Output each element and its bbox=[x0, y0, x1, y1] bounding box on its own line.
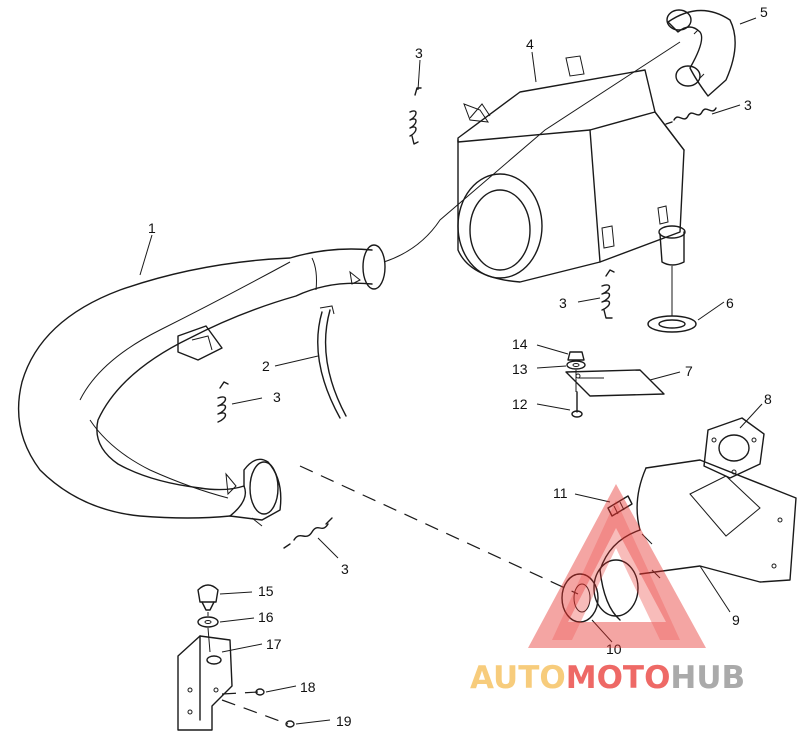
rubber-bumper-15 bbox=[197, 584, 219, 611]
washer-13 bbox=[566, 360, 586, 370]
callout-15: 15 bbox=[258, 583, 274, 599]
spring-middle bbox=[601, 269, 615, 319]
callout-1: 1 bbox=[148, 220, 156, 236]
coupler-pipe bbox=[666, 9, 736, 97]
manifold-ring bbox=[561, 573, 599, 623]
callout-14: 14 bbox=[512, 336, 528, 352]
callout-10: 10 bbox=[606, 641, 622, 657]
stud-11 bbox=[607, 495, 633, 517]
callout-7: 7 bbox=[685, 363, 693, 379]
spring-top-left bbox=[409, 87, 422, 145]
assembly-lines bbox=[207, 41, 681, 725]
callout-3-middle: 3 bbox=[559, 295, 567, 311]
automotohub-watermark: AUTOMOTOHUB bbox=[470, 484, 745, 696]
spring-top-right bbox=[665, 107, 717, 125]
callout-3-top-right: 3 bbox=[744, 97, 752, 113]
silencer-outlet-stub bbox=[658, 225, 686, 266]
callout-3-top-left: 3 bbox=[415, 45, 423, 61]
spring-left bbox=[217, 381, 229, 423]
callout-3-lower: 3 bbox=[341, 561, 349, 577]
callout-4: 4 bbox=[526, 36, 534, 52]
watermark-triangle-icon bbox=[528, 484, 706, 648]
retaining-strap bbox=[317, 305, 347, 419]
callout-12: 12 bbox=[512, 396, 528, 412]
support-bracket-17 bbox=[177, 635, 233, 731]
callout-2: 2 bbox=[262, 358, 270, 374]
callout-6: 6 bbox=[726, 295, 734, 311]
svg-text:AUTOMOTOHUB: AUTOMOTOHUB bbox=[470, 660, 745, 696]
nut-14 bbox=[567, 351, 585, 361]
expansion-chamber bbox=[17, 244, 386, 527]
spring-lower bbox=[283, 517, 333, 549]
callout-3-left: 3 bbox=[273, 389, 281, 405]
watermark-moto: MOTO bbox=[566, 660, 671, 696]
callout-19: 19 bbox=[336, 713, 352, 729]
callout-17: 17 bbox=[266, 636, 282, 652]
callout-8: 8 bbox=[764, 391, 772, 407]
watermark-a-icon bbox=[552, 500, 680, 640]
callout-18: 18 bbox=[300, 679, 316, 695]
bolt-12 bbox=[571, 391, 583, 418]
screw-19 bbox=[285, 720, 295, 728]
callout-9: 9 bbox=[732, 612, 740, 628]
leader-lines bbox=[139, 17, 763, 725]
callout-13: 13 bbox=[512, 361, 528, 377]
watermark-hub: HUB bbox=[670, 660, 745, 696]
exhaust-gasket bbox=[703, 417, 765, 479]
washer-16 bbox=[197, 616, 219, 628]
callout-11: 11 bbox=[553, 485, 568, 501]
gasket-ring bbox=[647, 315, 697, 333]
callout-5: 5 bbox=[760, 4, 768, 20]
mounting-plate bbox=[565, 369, 665, 397]
callout-labels: 1 2 3 3 3 3 3 4 5 6 7 8 9 10 11 12 13 14… bbox=[148, 4, 772, 729]
watermark-auto: AUTO bbox=[470, 660, 566, 696]
silencer-box bbox=[457, 55, 685, 283]
callout-16: 16 bbox=[258, 609, 274, 625]
